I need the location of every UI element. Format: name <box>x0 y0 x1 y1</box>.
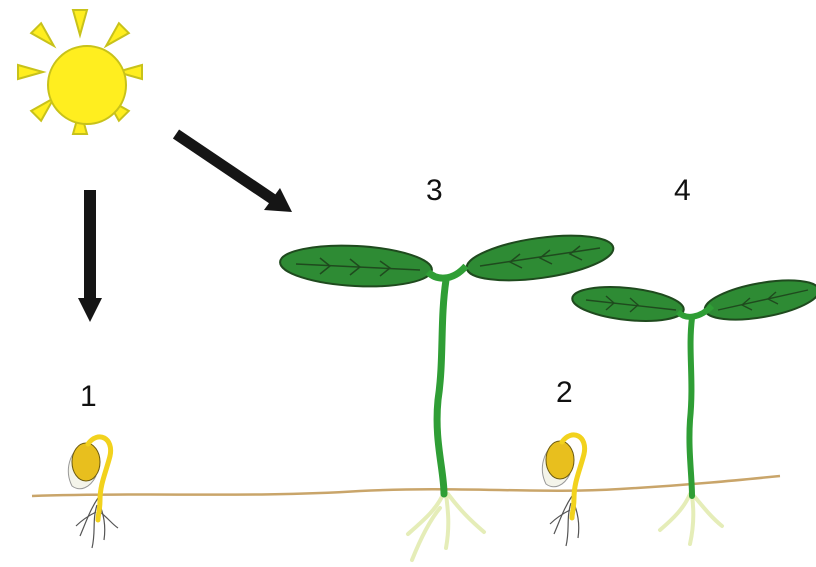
label-plant-4: 4 <box>674 174 691 207</box>
plant-3-leaf-left <box>279 242 433 290</box>
plant-3-stem <box>437 280 446 494</box>
label-plant-3: 3 <box>426 174 443 207</box>
sun-disc <box>48 46 126 124</box>
plant-3-roots <box>408 492 484 560</box>
plant-1-sprout <box>68 437 118 548</box>
soil-line <box>32 476 780 496</box>
label-plant-2: 2 <box>556 376 573 409</box>
plant-3-node <box>428 266 466 278</box>
plant-4-seedling <box>571 273 816 544</box>
plant-4-roots <box>660 494 722 544</box>
plant-1-roots <box>76 498 118 548</box>
plant-2-seed <box>546 441 574 479</box>
plant-1-seed <box>72 443 100 481</box>
sun-icon <box>18 10 142 134</box>
plant-4-leaf-right <box>702 273 816 327</box>
arrow-diagonal-icon <box>176 134 292 212</box>
arrow-down-icon <box>78 190 102 322</box>
label-plant-1: 1 <box>80 380 97 413</box>
plant-4-stem <box>689 318 692 496</box>
